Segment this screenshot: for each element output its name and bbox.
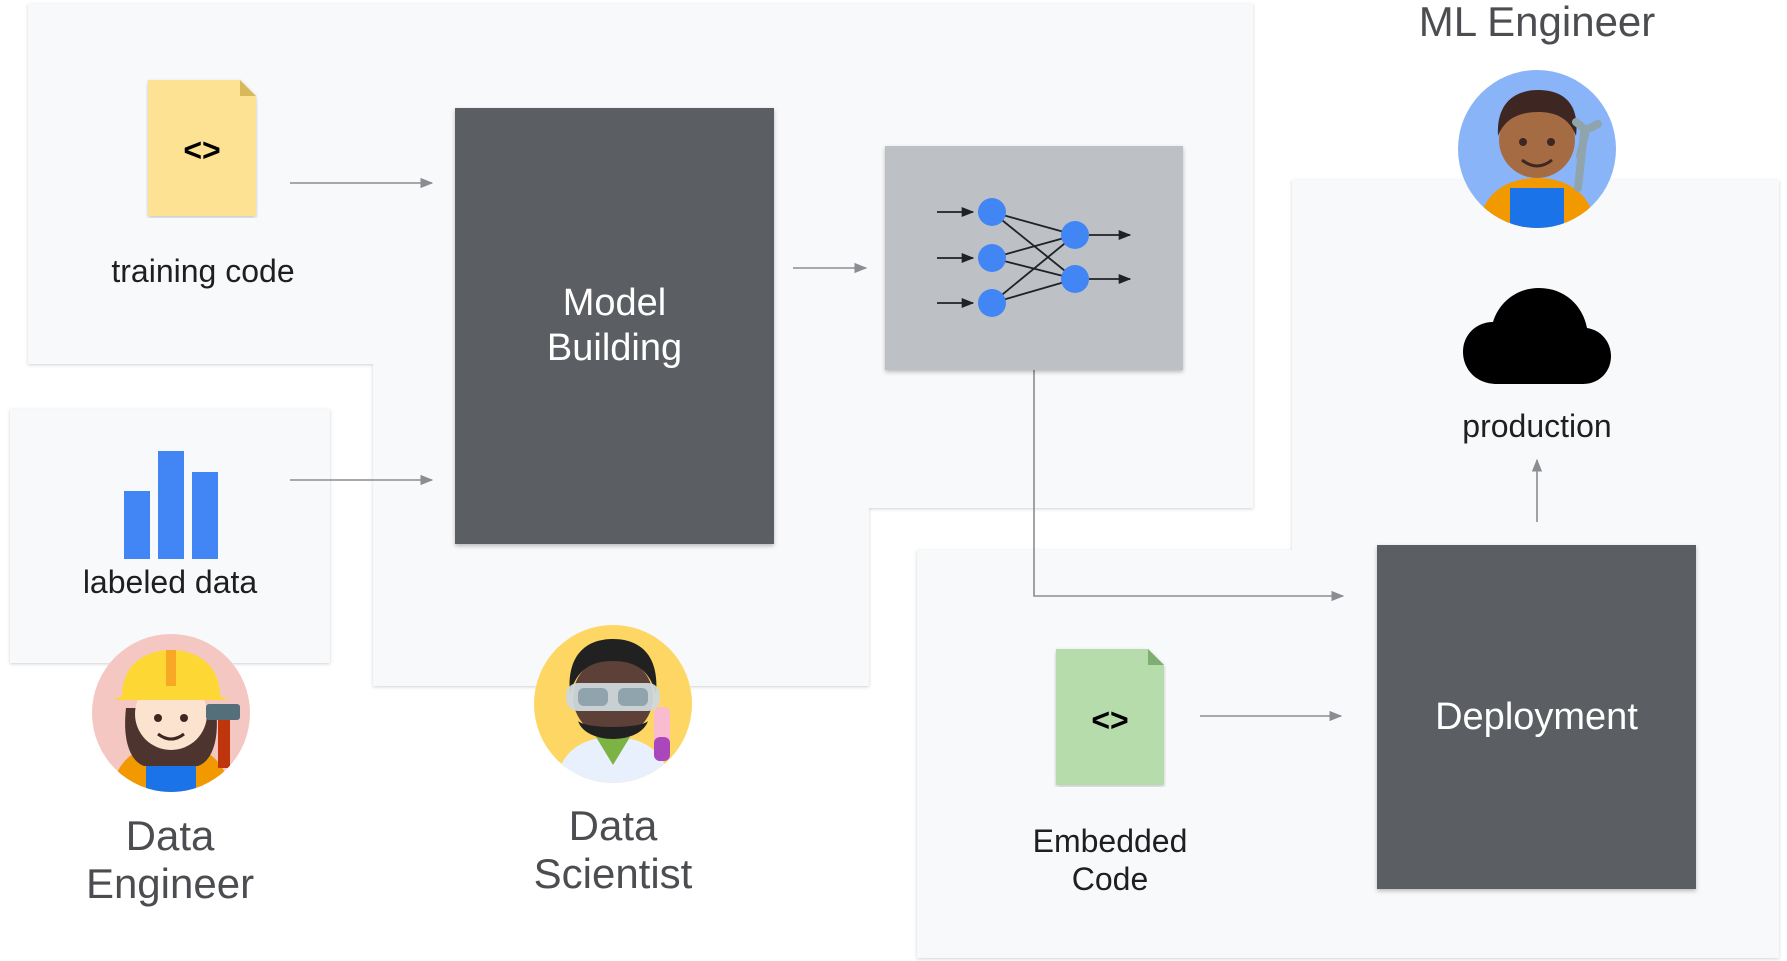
code-file-icon: <> [1056, 649, 1164, 785]
code-file-icon: <> [148, 80, 256, 216]
data-engineer-label: Data Engineer [40, 812, 300, 908]
embedded-code-line1: Embedded [1032, 823, 1188, 859]
training-code-label: training code [111, 253, 295, 289]
scientist-man-avatar [534, 625, 692, 783]
data-scientist-label: Data Scientist [483, 802, 743, 898]
nn-input-node [978, 198, 1006, 226]
embedded-code-label: Embedded Code [990, 822, 1230, 898]
labeled-data-label: labeled data [82, 564, 258, 600]
model-building-line2: Building [546, 327, 683, 369]
model-building-line1: Model [562, 282, 667, 324]
neural-network-icon [937, 198, 1132, 317]
bar-chart-icon [124, 451, 218, 559]
training-code-node: <> [146, 78, 258, 218]
arrow-model-to-deploy [1033, 370, 1345, 602]
mechanic-man-avatar [1458, 70, 1616, 228]
nn-output-node [1061, 221, 1089, 249]
construction-worker-woman-avatar [92, 634, 250, 792]
deployment-label: Deployment [1435, 695, 1638, 738]
nn-input-node [978, 244, 1006, 272]
embedded-code-line2: Code [1071, 861, 1149, 897]
production-label: production [1462, 408, 1612, 444]
code-glyph: <> [1091, 702, 1128, 738]
cloud-icon [1463, 288, 1611, 384]
deployment-box: Deployment [1377, 545, 1696, 889]
embedded-code-node: <> [1054, 647, 1166, 787]
model-box [885, 146, 1183, 370]
model-building-box: Model Building [455, 108, 774, 544]
ml-engineer-label: ML Engineer [1418, 0, 1656, 45]
nn-output-node [1061, 265, 1089, 293]
data-scientist-line2: Scientist [533, 850, 693, 897]
nn-input-node [978, 289, 1006, 317]
code-glyph: <> [183, 132, 220, 168]
data-engineer-line2: Engineer [85, 860, 255, 907]
data-engineer-line1: Data [125, 812, 215, 859]
data-scientist-line1: Data [568, 802, 658, 849]
